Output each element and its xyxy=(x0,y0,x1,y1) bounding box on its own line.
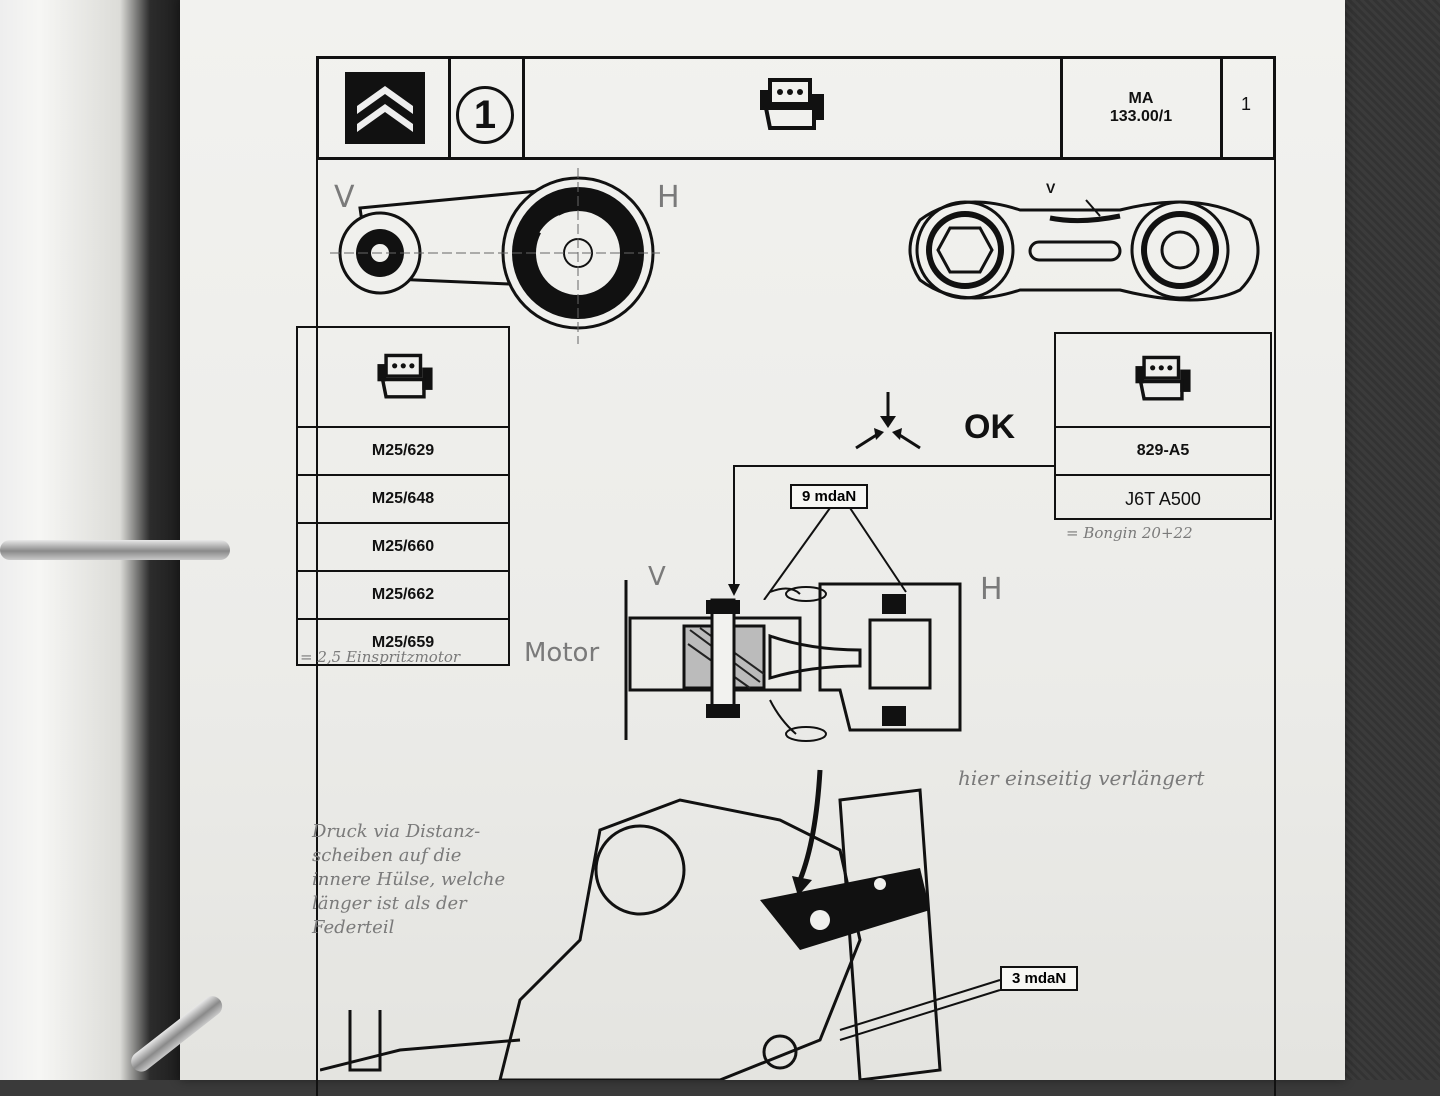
header-divider xyxy=(1060,58,1063,158)
header-divider xyxy=(522,58,525,158)
sheet-number: 1 xyxy=(1240,93,1251,114)
engine-mount-section-drawing xyxy=(624,580,962,742)
engine-icon xyxy=(1132,348,1194,415)
binder-cover xyxy=(1345,0,1440,1080)
engine-code-row: M25/660 xyxy=(298,522,508,570)
pressure-note-line: länger ist als der xyxy=(312,893,467,914)
engine-code-row: M25/648 xyxy=(298,474,508,522)
engine-code-row: M25/629 xyxy=(298,426,508,474)
engine-code-row: 829-A5 xyxy=(1056,426,1270,474)
header-strip xyxy=(316,56,1276,160)
document-code: MA 133.00/1 xyxy=(1063,84,1219,132)
ok-label: OK xyxy=(964,408,1015,446)
pressure-note: Druck via Distanz- scheiben auf die inne… xyxy=(312,820,505,940)
engine-table-right: 829-A5 J6T A500 xyxy=(1054,332,1272,520)
motor-annotation: Motor xyxy=(524,638,600,668)
binder-ring xyxy=(0,540,230,560)
vehicle-body-drawing xyxy=(320,769,1001,1080)
rear-label-top: H xyxy=(657,180,680,215)
page-number-text: 1 xyxy=(473,92,497,137)
header-divider xyxy=(448,58,451,158)
rear-label-mid: H xyxy=(980,572,1003,607)
engine-table-left: M25/629 M25/648 M25/660 M25/662 M25/659 xyxy=(296,326,510,666)
torque-label-bottom: 3 mdaN xyxy=(1000,966,1079,991)
right-table-note: = Bongin 20+22 xyxy=(1066,524,1193,542)
extension-annotation: hier einseitig verlängert xyxy=(958,766,1205,790)
engine-icon xyxy=(756,72,828,143)
engine-mount-drawing-left xyxy=(330,168,660,344)
engine-code-row: J6T A500 xyxy=(1056,474,1270,522)
citroen-logo-icon xyxy=(345,72,425,144)
header-divider xyxy=(1220,58,1223,158)
wear-label: V xyxy=(1046,180,1056,196)
left-table-note: = 2,5 Einspritzmotor xyxy=(300,648,461,666)
torque-label-top: 9 mdaN xyxy=(790,484,869,509)
front-label-mid: V xyxy=(648,562,666,592)
torque-rod-drawing-right xyxy=(908,199,1260,302)
document-code-line2: 133.00/1 xyxy=(1109,108,1173,125)
page-number-circle: 1 xyxy=(456,86,514,144)
pressure-note-line: innere Hülse, welche xyxy=(312,869,506,890)
pressure-note-line: Federteil xyxy=(312,917,395,938)
engine-code-row: M25/662 xyxy=(298,570,508,618)
engine-code-row: M25/659 xyxy=(298,618,508,666)
pressure-note-line: scheiben auf die xyxy=(312,845,462,866)
front-label-top: V xyxy=(334,180,355,215)
leader-lines xyxy=(728,465,1054,600)
engine-icon xyxy=(374,346,436,413)
document-code-line1: MA xyxy=(1128,90,1154,107)
pressure-note-line: Druck via Distanz- xyxy=(312,821,481,842)
tighten-arrows-icon xyxy=(855,392,921,450)
